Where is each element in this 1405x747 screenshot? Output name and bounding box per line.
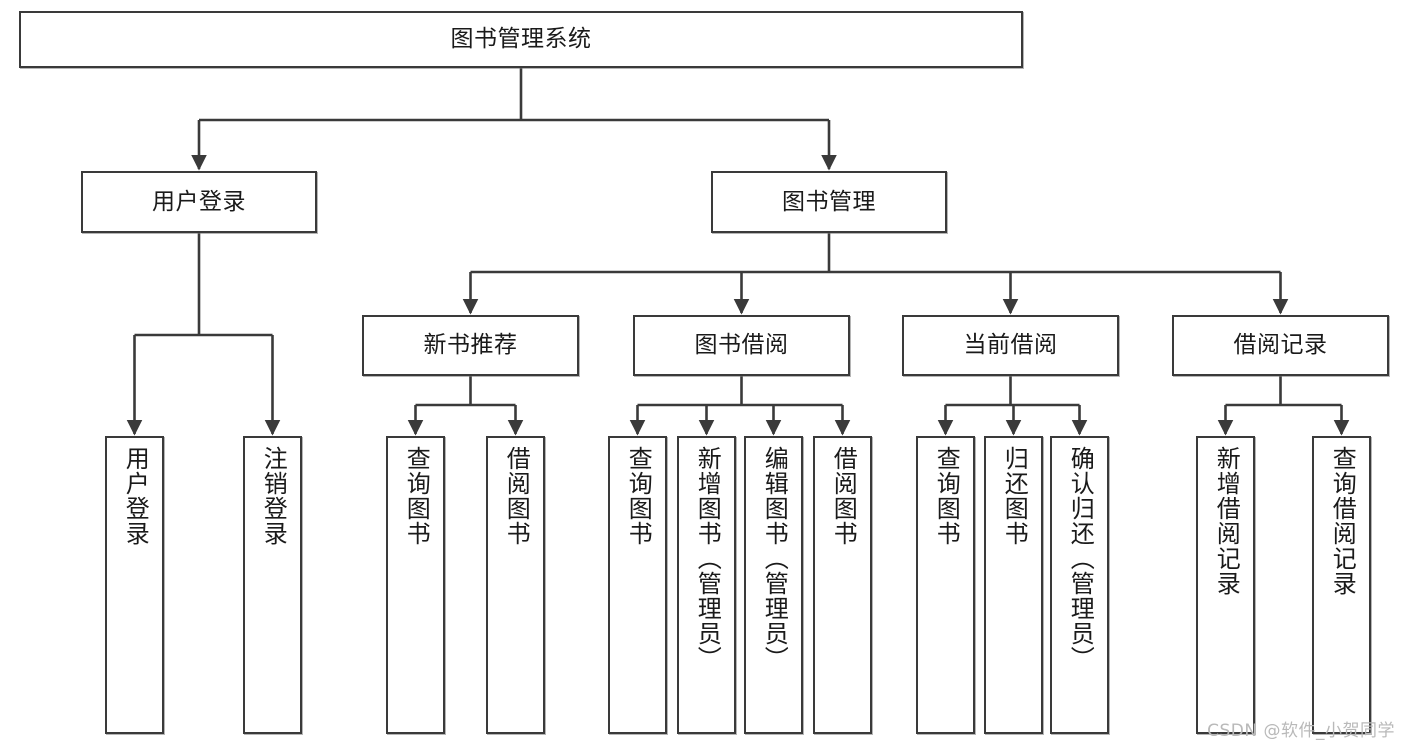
node-records[interactable]: 借阅记录: [1172, 315, 1389, 376]
node-leaf-user-login[interactable]: 用户登录: [105, 436, 164, 734]
node-leaf-bo-edit[interactable]: 编辑图书（管理员）: [744, 436, 803, 734]
node-current[interactable]: 当前借阅: [902, 315, 1119, 376]
node-label: 用户登录: [152, 188, 246, 215]
node-newbook[interactable]: 新书推荐: [362, 315, 579, 376]
node-label: 图书借阅: [694, 332, 789, 359]
node-leaf-rc-query[interactable]: 查询借阅记录: [1312, 436, 1371, 734]
node-label: 当前借阅: [963, 332, 1058, 359]
node-leaf-cu-confirm[interactable]: 确认归还（管理员）: [1050, 436, 1109, 734]
watermark-text: CSDN @软件_小贺同学: [1207, 721, 1395, 741]
node-leaf-bo-borrow[interactable]: 借阅图书: [813, 436, 872, 734]
node-bookmgmt[interactable]: 图书管理: [711, 171, 947, 233]
node-login[interactable]: 用户登录: [81, 171, 317, 233]
node-label: 借阅图书: [829, 446, 858, 546]
node-label: 图书管理: [782, 188, 876, 215]
node-label: 用户登录: [121, 446, 150, 546]
node-label: 归还图书: [1000, 446, 1029, 546]
node-label: 查询图书: [402, 446, 431, 546]
node-label: 查询图书: [624, 446, 653, 546]
node-label: 借阅图书: [502, 446, 531, 546]
node-label: 确认归还（管理员）: [1066, 446, 1095, 671]
node-leaf-logout[interactable]: 注销登录: [243, 436, 302, 734]
node-label: 新增借阅记录: [1212, 446, 1241, 596]
node-label: 查询借阅记录: [1328, 446, 1357, 596]
node-leaf-cu-query[interactable]: 查询图书: [916, 436, 975, 734]
node-label: 编辑图书（管理员）: [760, 446, 789, 671]
node-borrow[interactable]: 图书借阅: [633, 315, 850, 376]
node-label: 图书管理系统: [450, 26, 592, 53]
node-label: 新增图书（管理员）: [693, 446, 722, 671]
node-leaf-cu-return[interactable]: 归还图书: [984, 436, 1043, 734]
node-leaf-bo-add[interactable]: 新增图书（管理员）: [677, 436, 736, 734]
node-label: 新书推荐: [423, 332, 518, 359]
node-label: 查询图书: [932, 446, 961, 546]
node-label: 借阅记录: [1233, 332, 1328, 359]
node-label: 注销登录: [259, 446, 288, 546]
node-leaf-nb-borrow[interactable]: 借阅图书: [486, 436, 545, 734]
node-leaf-nb-query[interactable]: 查询图书: [386, 436, 445, 734]
node-leaf-rc-add[interactable]: 新增借阅记录: [1196, 436, 1255, 734]
node-leaf-bo-query[interactable]: 查询图书: [608, 436, 667, 734]
node-root[interactable]: 图书管理系统: [19, 11, 1023, 68]
